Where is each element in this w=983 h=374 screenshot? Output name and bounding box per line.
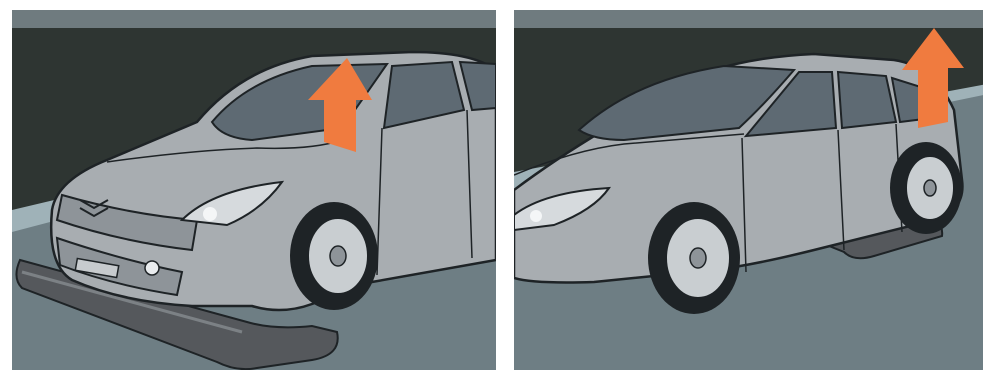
headlight-lamp xyxy=(203,207,217,221)
front-wheel-hub xyxy=(330,246,346,266)
ceiling-strip xyxy=(12,10,496,28)
front-wheel-hub xyxy=(690,248,706,268)
car-front-lift-illustration xyxy=(12,10,496,370)
illustration-panel-front-lift xyxy=(12,10,496,370)
headlight-lamp xyxy=(530,210,542,222)
illustration-panel-rear-lift xyxy=(514,10,983,370)
car-rear-lift-illustration xyxy=(514,10,983,370)
rear-side-window xyxy=(838,72,896,128)
rear-wheel-hub xyxy=(924,180,936,196)
fog-light xyxy=(145,261,159,275)
ceiling-strip xyxy=(514,10,983,28)
